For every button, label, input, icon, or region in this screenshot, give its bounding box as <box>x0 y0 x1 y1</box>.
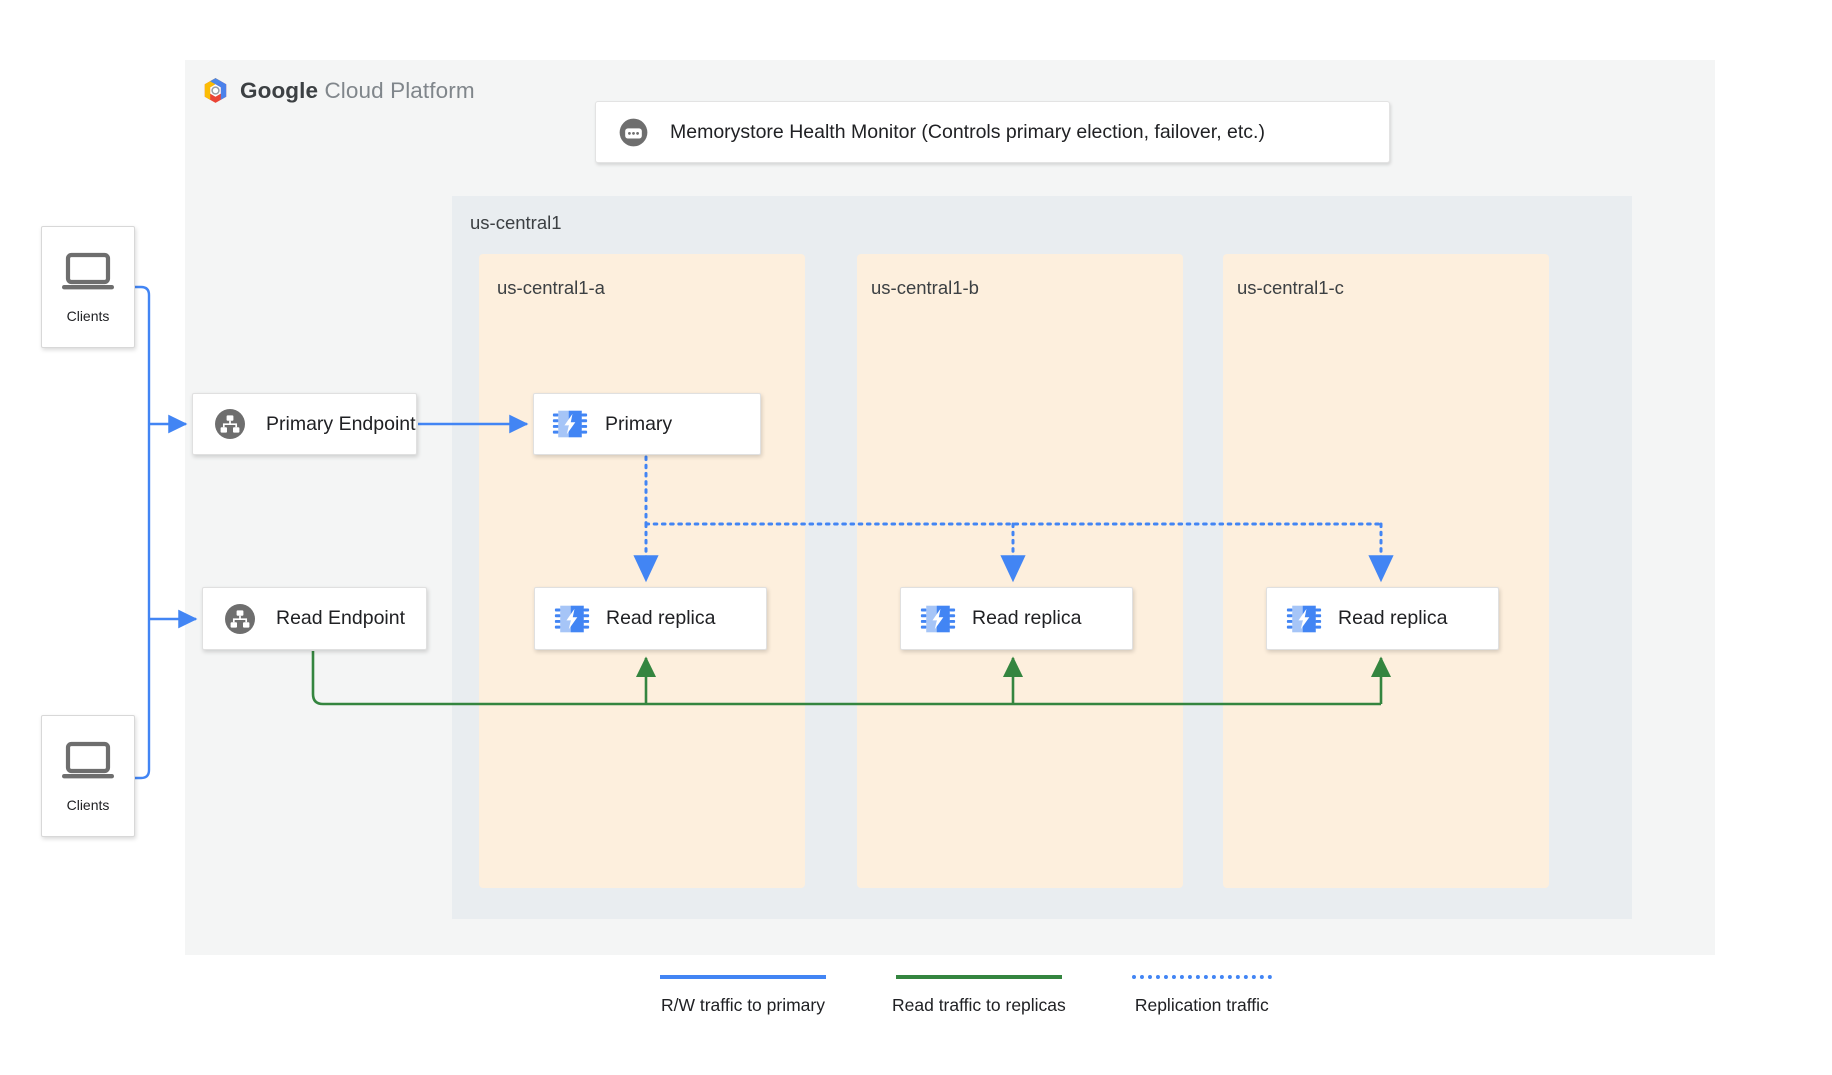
legend-swatch-dotted <box>1131 975 1272 979</box>
legend-swatch-green <box>895 975 1062 979</box>
zone-us-central1-a <box>479 254 805 888</box>
primary-node[interactable]: Primary <box>533 393 761 455</box>
health-monitor-icon <box>619 118 648 146</box>
memorystore-chip-icon <box>552 410 588 438</box>
laptop-icon <box>62 252 114 289</box>
primary-endpoint-node[interactable]: Primary Endpoint <box>192 393 417 455</box>
read-replica-node-c[interactable]: Read replica <box>1266 587 1499 650</box>
read-replica-node-a[interactable]: Read replica <box>534 587 767 650</box>
gcp-wordmark-bold: Google <box>240 77 319 103</box>
zone-label-c: us-central1-c <box>1237 277 1344 298</box>
clients-label: Clients <box>66 307 110 324</box>
primary-endpoint-label: Primary Endpoint <box>266 412 416 435</box>
gcp-branding: Google Cloud Platform <box>200 75 475 106</box>
read-endpoint-label: Read Endpoint <box>276 607 406 629</box>
read-replica-label: Read replica <box>972 607 1082 629</box>
read-replica-node-b[interactable]: Read replica <box>900 587 1133 650</box>
legend-item-read: Read traffic to replicas <box>892 975 1066 1016</box>
legend-swatch-blue <box>660 975 826 979</box>
clients-node-top[interactable]: Clients <box>41 226 135 348</box>
legend: R/W traffic to primary Read traffic to r… <box>660 975 1272 1016</box>
read-replica-label: Read replica <box>1338 607 1448 629</box>
legend-label-rw: R/W traffic to primary <box>660 995 825 1015</box>
legend-item-rw: R/W traffic to primary <box>660 975 826 1016</box>
legend-label-read: Read traffic to replicas <box>892 995 1066 1015</box>
zone-us-central1-c <box>1223 254 1549 888</box>
zone-label-a: us-central1-a <box>497 277 605 298</box>
region-label: us-central1 <box>470 212 562 233</box>
endpoint-hierarchy-icon <box>215 409 245 439</box>
zone-us-central1-b <box>857 254 1183 888</box>
health-monitor-banner[interactable]: Memorystore Health Monitor (Controls pri… <box>595 101 1390 163</box>
read-endpoint-node[interactable]: Read Endpoint <box>202 587 427 650</box>
clients-node-bottom[interactable]: Clients <box>41 715 135 837</box>
memorystore-chip-icon <box>554 605 590 632</box>
legend-item-replication: Replication traffic <box>1131 975 1272 1016</box>
clients-label: Clients <box>66 796 110 813</box>
primary-node-label: Primary <box>605 412 673 435</box>
endpoint-hierarchy-icon <box>225 603 255 634</box>
client-trunk-wire <box>133 285 151 780</box>
read-replica-label: Read replica <box>606 607 716 629</box>
laptop-icon <box>62 741 114 778</box>
gcp-wordmark: Google Cloud Platform <box>240 78 475 104</box>
legend-label-replication: Replication traffic <box>1134 995 1269 1015</box>
memorystore-chip-icon <box>920 605 956 632</box>
google-cloud-platform-logo <box>204 78 227 103</box>
gcp-wordmark-light: Cloud Platform <box>318 77 475 103</box>
health-monitor-label: Memorystore Health Monitor (Controls pri… <box>670 120 1265 143</box>
zone-label-b: us-central1-b <box>871 277 979 298</box>
memorystore-chip-icon <box>1286 605 1322 632</box>
